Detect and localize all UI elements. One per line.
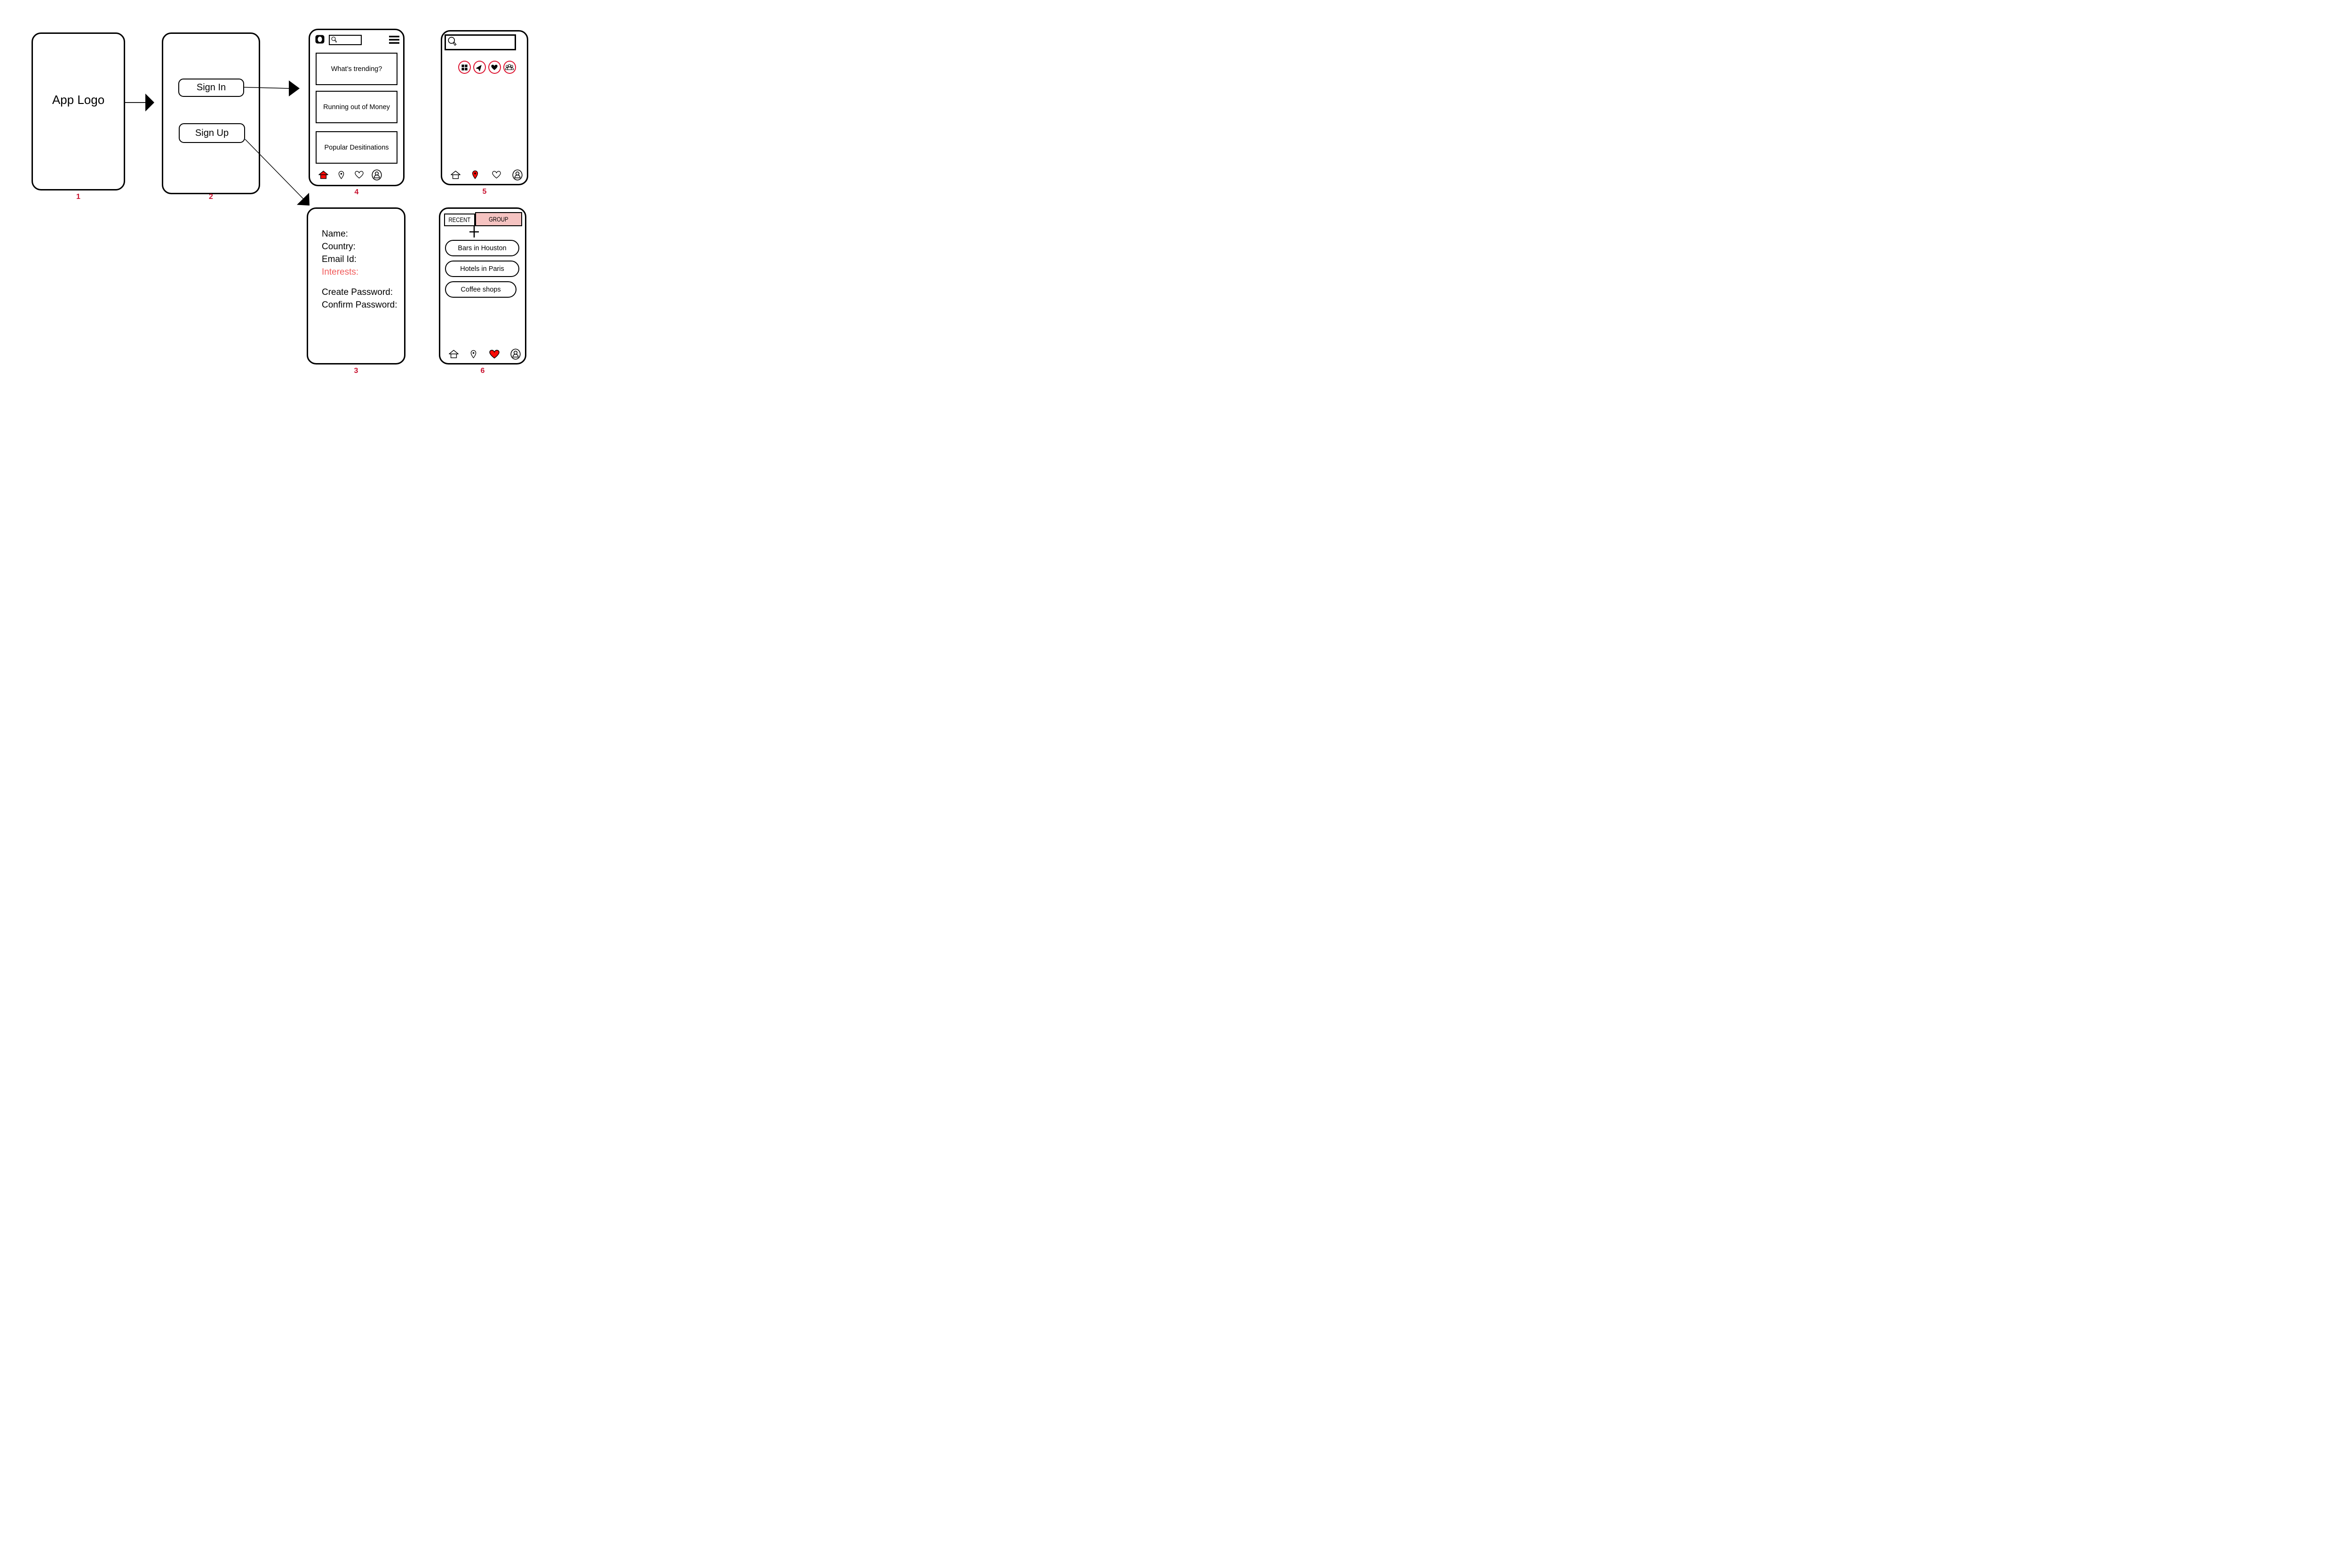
wireframe-canvas: App Logo 1 Sign In Sign Up 2 — [0, 0, 588, 392]
sign-up-button[interactable]: Sign Up — [179, 123, 245, 143]
group-item-coffee-shops[interactable]: Coffee shops — [445, 281, 516, 298]
tab-group[interactable]: GROUP — [475, 212, 522, 226]
confirm-password-field-label: Confirm Password: — [322, 300, 397, 310]
home-icon[interactable] — [318, 170, 328, 180]
arrow-screen1-to-screen2 — [125, 94, 154, 111]
card-running-out-of-money[interactable]: Running out of Money — [316, 91, 397, 123]
navigation-icon — [476, 63, 484, 71]
screen-4-home: What’s trending? Running out of Money Po… — [309, 29, 405, 186]
search-icon — [447, 36, 459, 48]
screen-1-number: 1 — [76, 193, 80, 201]
screen-5-number: 5 — [482, 188, 487, 196]
heart-icon[interactable] — [489, 349, 500, 359]
group-item-hotels-in-paris[interactable]: Hotels in Paris — [445, 261, 519, 277]
heart-icon[interactable] — [354, 170, 364, 179]
tab-recent[interactable]: RECENT — [444, 214, 475, 226]
interests-field-label: Interests: — [322, 267, 359, 277]
category-navigation-button[interactable] — [473, 61, 486, 74]
pin-icon[interactable] — [470, 350, 477, 358]
search-bar — [445, 34, 516, 50]
category-favorites-button[interactable] — [488, 61, 501, 74]
sign-in-button[interactable]: Sign In — [178, 79, 244, 97]
screen-6-number: 6 — [480, 367, 485, 375]
screen-3-number: 3 — [354, 367, 358, 375]
screen-6-groups: RECENT GROUP Bars in Houston Hotels in P… — [439, 207, 526, 364]
home-icon[interactable] — [450, 170, 461, 180]
pin-icon[interactable] — [472, 170, 478, 179]
home-icon[interactable] — [448, 349, 459, 359]
heart-icon — [491, 64, 498, 71]
name-field-label: Name: — [322, 229, 348, 239]
screen-1-splash: App Logo — [32, 32, 125, 190]
category-grid-button[interactable] — [458, 61, 471, 74]
screen-4-number: 4 — [354, 188, 359, 196]
camera-icon[interactable] — [315, 35, 325, 44]
search-input[interactable] — [459, 39, 514, 46]
grid-icon — [461, 64, 468, 71]
screen-2-auth: Sign In Sign Up — [162, 32, 260, 194]
screen-3-signup-form: Name: Country: Email Id: Interests: Crea… — [307, 207, 405, 364]
category-groups-button[interactable] — [503, 61, 516, 74]
search-bar — [329, 35, 362, 45]
profile-icon[interactable] — [372, 169, 382, 181]
search-icon — [331, 36, 338, 44]
hamburger-menu-icon[interactable] — [389, 36, 399, 44]
search-input[interactable] — [338, 36, 360, 44]
people-icon — [505, 63, 514, 71]
email-field-label: Email Id: — [322, 254, 357, 264]
group-item-bars-in-houston[interactable]: Bars in Houston — [445, 240, 519, 256]
app-logo-text: App Logo — [52, 93, 105, 107]
heart-icon[interactable] — [492, 170, 501, 179]
pin-icon[interactable] — [338, 171, 344, 179]
screen-5-search — [441, 30, 528, 185]
screen-2-number: 2 — [209, 193, 213, 201]
profile-icon[interactable] — [512, 169, 523, 181]
create-password-field-label: Create Password: — [322, 287, 393, 297]
card-whats-trending[interactable]: What’s trending? — [316, 53, 397, 85]
profile-icon[interactable] — [510, 348, 521, 360]
card-popular-destinations[interactable]: Popular Desitinations — [316, 131, 397, 164]
country-field-label: Country: — [322, 242, 356, 252]
add-icon[interactable] — [469, 226, 479, 238]
